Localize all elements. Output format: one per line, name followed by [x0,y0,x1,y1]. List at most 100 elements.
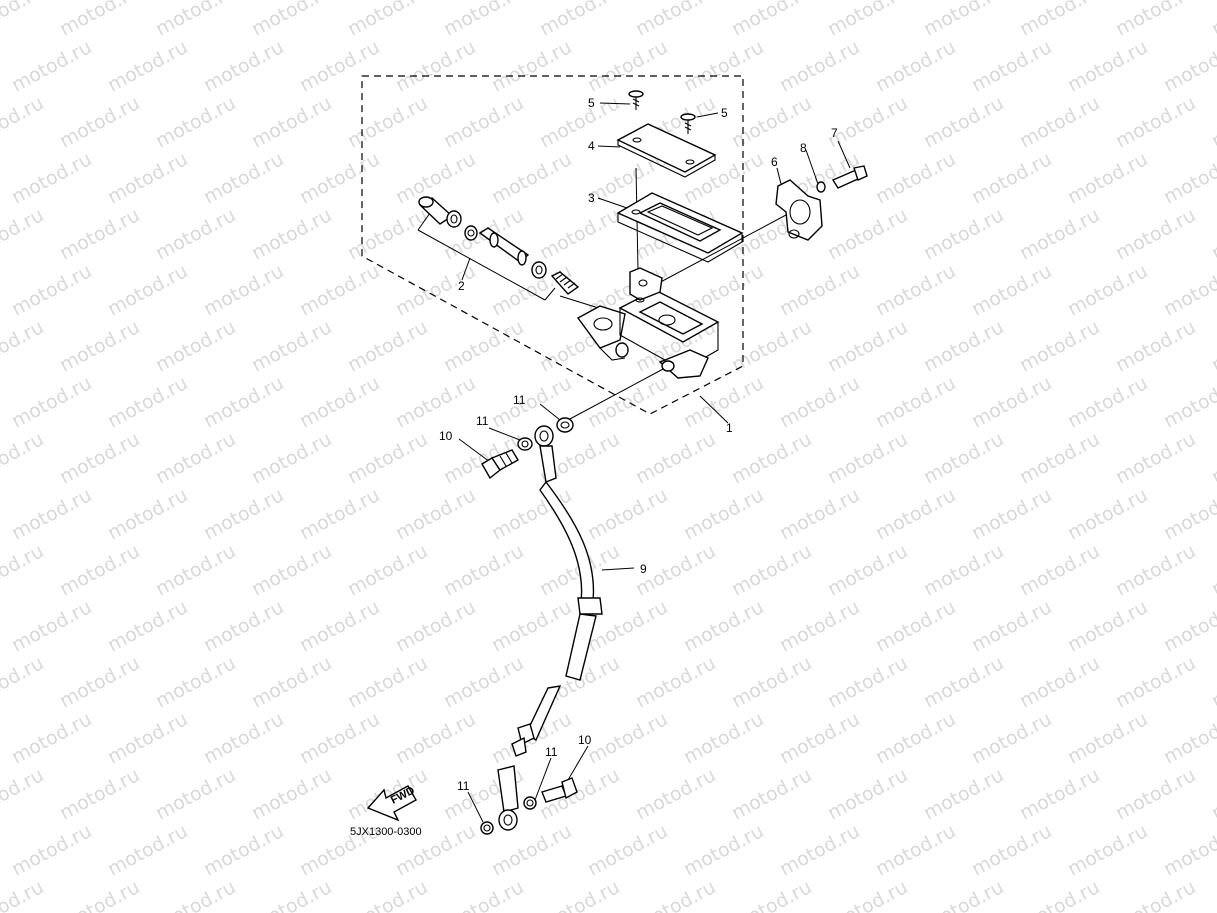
watermark-text: motod.ru [1160,260,1217,320]
watermark-text: motod.ru [1016,540,1103,600]
callout-11-c: 11 [545,745,558,759]
callout-9: 9 [640,562,647,576]
watermark-text: motod.ru [872,484,959,544]
watermark-text: motod.ru [344,428,431,488]
watermark-text: motod.ru [680,820,767,880]
watermark-text: motod.ru [392,372,479,432]
holder-6 [775,179,823,241]
washer-11-upper [556,417,574,433]
watermark-text: motod.ru [1112,204,1199,264]
watermark-text: motod.ru [1160,372,1217,432]
callout-1: 1 [726,421,733,435]
watermark-text: motod.ru [920,876,1007,913]
watermark-text: motod.ru [56,0,143,40]
watermark-text: motod.ru [536,92,623,152]
watermark-text: motod.ru [296,372,383,432]
watermark-text: motod.ru [1160,36,1217,96]
watermark-text: motod.ru [1208,316,1217,376]
watermark-text: motod.ru [920,652,1007,712]
watermark-text: motod.ru [1016,204,1103,264]
watermark-text: motod.ru [1064,372,1151,432]
watermark-text: motod.ru [152,652,239,712]
watermark-text: motod.ru [488,596,575,656]
watermark-text: motod.ru [1208,876,1217,913]
bolt-7 [831,165,868,189]
watermark-text: motod.ru [776,260,863,320]
watermark-text: motod.ru [680,484,767,544]
watermark-text: motod.ru [824,540,911,600]
watermark-text: motod.ru [344,0,431,40]
callout-2: 2 [458,279,465,293]
watermark-text: motod.ru [440,0,527,40]
washer-11-lower [517,437,533,451]
screw-5-right [680,113,696,134]
watermark-text: motod.ru [632,0,719,40]
watermark-text: motod.ru [440,876,527,913]
watermark-text: motod.ru [56,316,143,376]
washer-11-bottom-left [480,821,494,835]
watermark-text: motod.ru [8,708,95,768]
watermark-text: motod.ru [776,484,863,544]
callout-6: 6 [771,155,778,169]
watermark-text: motod.ru [8,372,95,432]
watermark-text: motod.ru [1208,204,1217,264]
watermark-text: motod.ru [200,372,287,432]
watermark-text: motod.ru [440,540,527,600]
union-bolt-10-lower [541,777,578,803]
watermark-text: motod.ru [680,596,767,656]
assembly-boundary [361,75,744,415]
diaphragm-3 [616,192,744,263]
watermark-text: motod.ru [632,764,719,824]
watermark-text: motod.ru [200,596,287,656]
watermark-text: motod.ru [56,652,143,712]
callout-3: 3 [588,191,595,205]
watermark-text: motod.ru [968,596,1055,656]
watermark-text: motod.ru [104,484,191,544]
piston-kit-2 [418,196,580,295]
watermark-text: motod.ru [200,260,287,320]
watermark-text: motod.ru [296,148,383,208]
watermark-text: motod.ru [104,36,191,96]
watermark-text: motod.ru [152,316,239,376]
watermark-text: motod.ru [392,484,479,544]
watermark-text: motod.ru [584,708,671,768]
watermark-text: motod.ru [1016,92,1103,152]
watermark-text: motod.ru [1112,0,1199,40]
watermark-text: motod.ru [392,596,479,656]
watermark-text: motod.ru [104,708,191,768]
watermark-text: motod.ru [8,484,95,544]
watermark-text: motod.ru [8,36,95,96]
watermark-text: motod.ru [1112,764,1199,824]
watermark-text: motod.ru [632,652,719,712]
watermark-text: motod.ru [0,92,47,152]
watermark-text: motod.ru [968,36,1055,96]
watermark-text: motod.ru [824,428,911,488]
watermark-text: motod.ru [56,92,143,152]
watermark-text: motod.ru [152,204,239,264]
watermark-text: motod.ru [344,316,431,376]
watermark-text: motod.ru [440,316,527,376]
watermark-text: motod.ru [824,764,911,824]
watermark-text: motod.ru [968,372,1055,432]
watermark-text: motod.ru [248,204,335,264]
watermark-text: motod.ru [8,148,95,208]
watermark-text: motod.ru [1112,316,1199,376]
watermark-text: motod.ru [248,876,335,913]
washer-8 [816,181,826,193]
reservoir-cover-4 [616,123,717,178]
watermark-text: motod.ru [1016,764,1103,824]
watermark-text: motod.ru [200,36,287,96]
watermark-text: motod.ru [584,484,671,544]
watermark-text: motod.ru [56,204,143,264]
watermark-text: motod.ru [296,36,383,96]
watermark-text: motod.ru [632,876,719,913]
watermark-text: motod.ru [680,708,767,768]
washer-11-bottom-right [523,796,537,810]
watermark-text: motod.ru [920,92,1007,152]
callout-8: 8 [800,141,807,155]
watermark-text: motod.ru [776,820,863,880]
watermark-text: motod.ru [0,652,47,712]
watermark-text: motod.ru [8,820,95,880]
